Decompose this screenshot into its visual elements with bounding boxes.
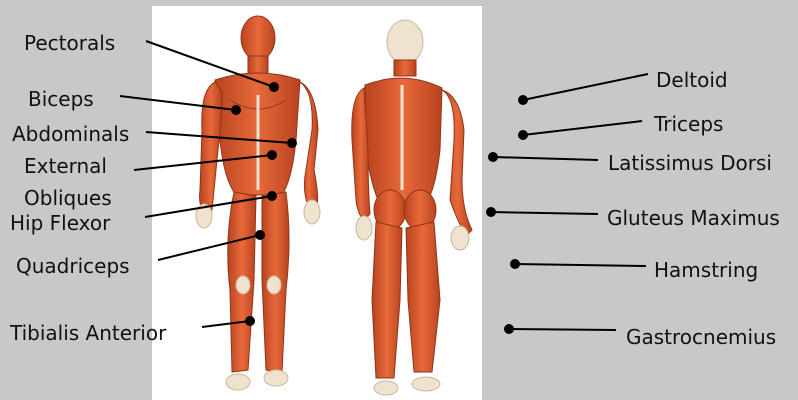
label-abdominals: Abdominals bbox=[12, 124, 129, 144]
label-triceps: Triceps bbox=[654, 114, 723, 134]
label-hip-flexor: Hip Flexor bbox=[10, 213, 110, 233]
front-muscle-figure bbox=[196, 16, 320, 390]
label-obliques: Obliques bbox=[24, 188, 112, 208]
label-gluteus-maximus: Gluteus Maximus bbox=[607, 208, 780, 228]
label-deltoid: Deltoid bbox=[656, 70, 728, 90]
label-tibialis-anterior: Tibialis Anterior bbox=[10, 323, 166, 343]
label-quadriceps: Quadriceps bbox=[16, 256, 130, 276]
label-pectorals: Pectorals bbox=[24, 33, 115, 53]
label-external: External bbox=[24, 156, 107, 176]
back-muscle-figure bbox=[352, 20, 472, 395]
label-biceps: Biceps bbox=[28, 89, 94, 109]
label-latissimus-dorsi: Latissimus Dorsi bbox=[608, 153, 772, 173]
label-hamstring: Hamstring bbox=[654, 260, 758, 280]
label-gastrocnemius: Gastrocnemius bbox=[626, 327, 776, 347]
